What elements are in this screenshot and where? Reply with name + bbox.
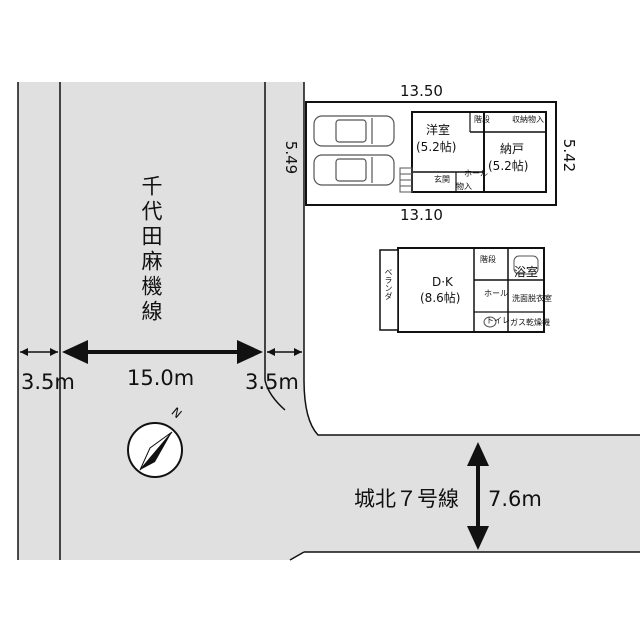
f1-storage-room: 納戸 [500, 142, 525, 156]
f2-dryer: ガス乾燥機 [510, 318, 550, 327]
parked-car-1 [313, 115, 395, 147]
lot-top-length: 13.50 [400, 82, 443, 100]
f1-stairs: 階段 [474, 115, 490, 124]
f2-dk-room: D·K [432, 275, 453, 289]
f1-storage-small: 物入 [528, 115, 544, 124]
dim-arrow [467, 526, 489, 550]
dim-arrow [467, 442, 489, 466]
compass-north-icon [127, 422, 183, 478]
dim-arrow [267, 348, 275, 356]
cross-road-width: 7.6m [488, 487, 542, 511]
main-road-width: 15.0m [127, 366, 195, 390]
f1-storage-small2: 物入 [456, 182, 472, 191]
f2-bath: 浴室 [514, 265, 539, 279]
lot-left-length: 5.49 [282, 140, 301, 175]
parked-car-2 [313, 154, 395, 186]
f2-veranda: ベランダ [384, 268, 393, 300]
lot-right-length: 5.42 [560, 138, 579, 173]
cross-road-name: 城北７号線 [354, 487, 459, 511]
f1-closet: 収納 [512, 115, 528, 124]
floor1-plan [411, 111, 547, 193]
f1-entrance: 玄関 [434, 175, 450, 184]
right-sidewalk-width: 3.5m [245, 370, 299, 394]
f1-western-room: 洋室 [426, 123, 451, 137]
cross-road-bottom-edge-2 [289, 551, 305, 561]
f2-washroom: 洗面脱衣室 [512, 294, 552, 303]
f1-western-room-size: (5.2帖) [416, 140, 457, 154]
main-road-name: 千代田麻機線 [139, 175, 163, 325]
f1-storage-room-size: (5.2帖) [488, 159, 529, 173]
f2-stairs: 階段 [480, 255, 496, 264]
toilet-fixture [483, 316, 497, 328]
f2-hall: ホール [484, 289, 508, 298]
corner-curve [303, 379, 640, 436]
dim-arrow [20, 348, 28, 356]
right-sidewalk-curve [264, 379, 286, 411]
floor1-stairs-entrance [399, 167, 413, 193]
dim-arrow [294, 348, 302, 356]
bathtub [513, 255, 539, 275]
lot-bottom-length: 13.10 [400, 206, 443, 224]
f1-hall: ホール [464, 169, 488, 178]
dim-arrow [237, 340, 263, 364]
f2-toilet: トイレ [486, 316, 510, 325]
veranda-area [379, 249, 399, 331]
dim-arrow [62, 340, 88, 364]
left-sidewalk-width: 3.5m [21, 370, 75, 394]
dim-arrow [50, 348, 58, 356]
f2-dk-room-size: (8.6帖) [420, 291, 461, 305]
